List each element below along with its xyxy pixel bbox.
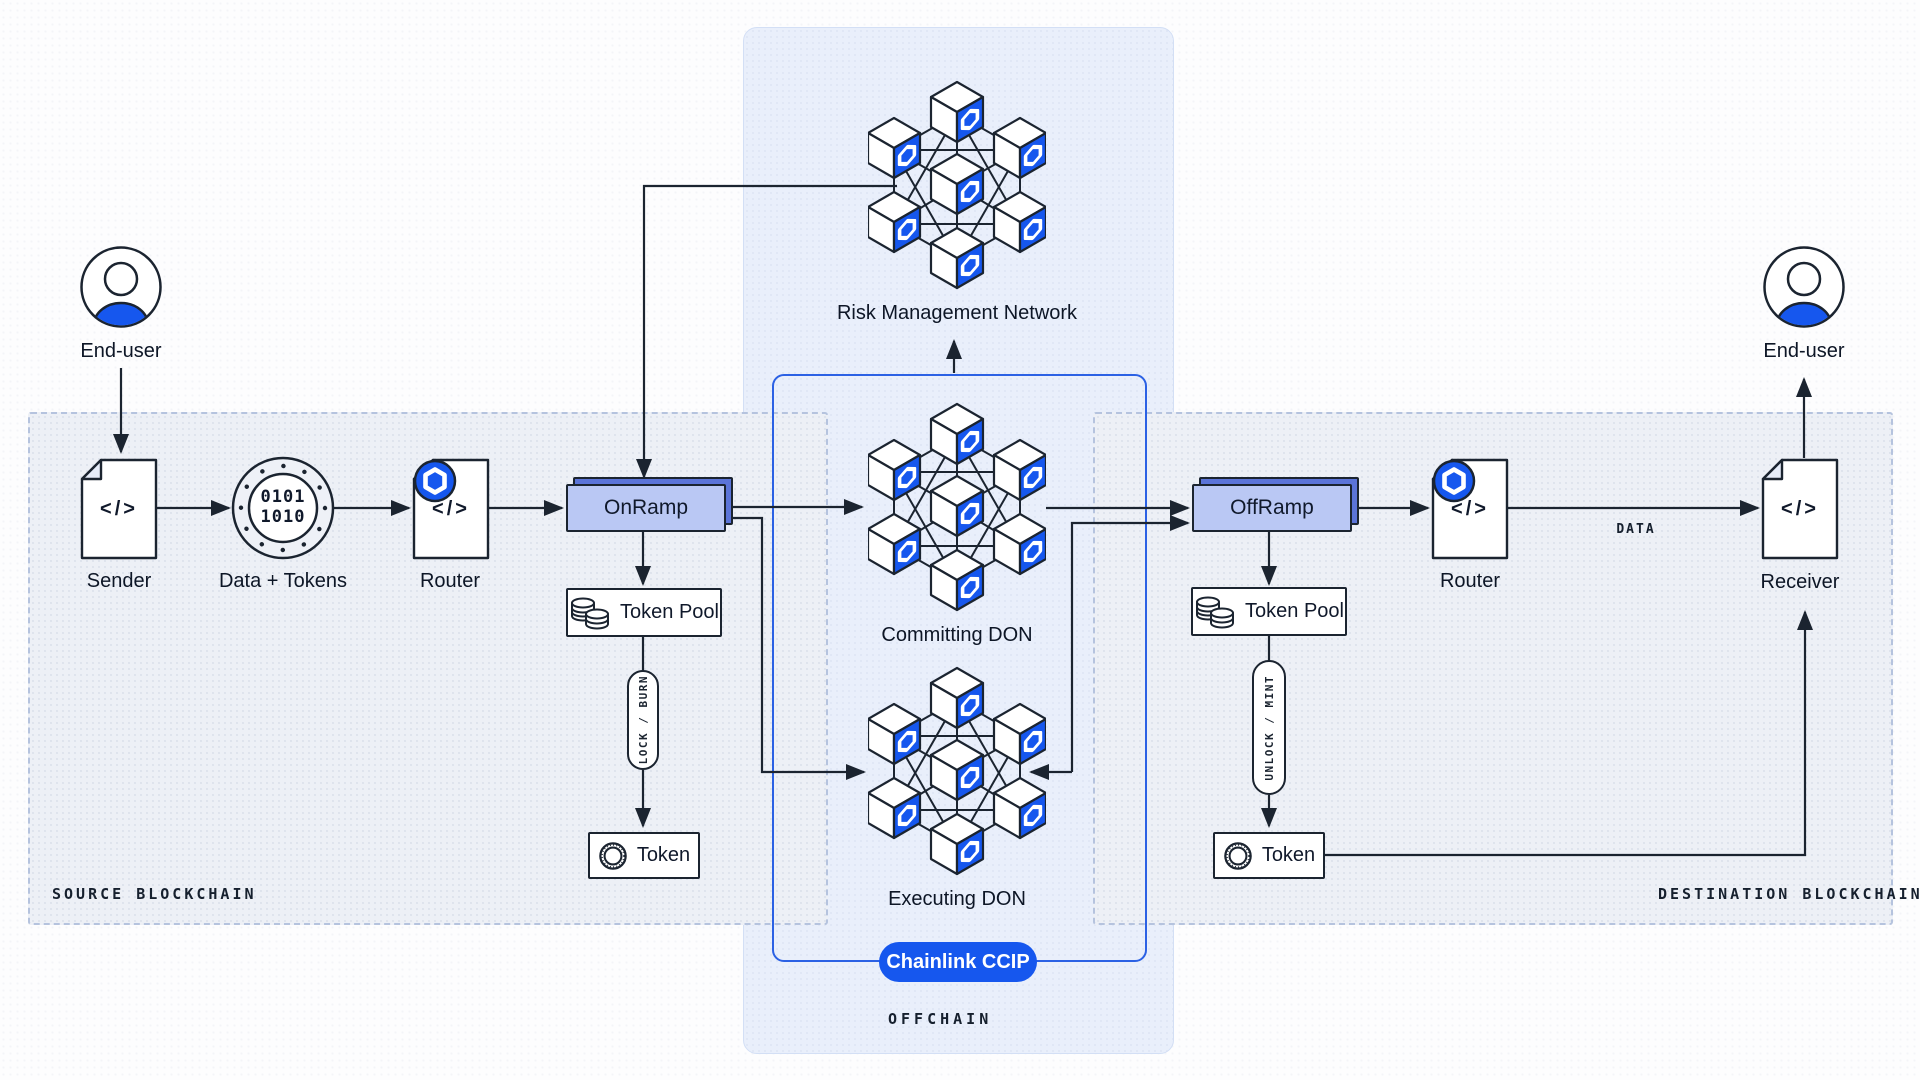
coin-stack-icon [571,597,610,629]
source-blockchain-label: SOURCE BLOCKCHAIN [52,885,257,903]
risk-management-network-icon [868,80,1046,290]
destination-blockchain-label: DESTINATION BLOCKCHAIN [1658,885,1920,903]
executing-don-icon [868,666,1046,876]
offramp-box: OffRamp [1192,477,1359,532]
receiver-contract: </> [1761,458,1839,560]
chainlink-ccip-badge: Chainlink CCIP [879,942,1037,982]
code-glyph: </> [432,497,470,520]
onramp-label: OnRamp [566,484,726,532]
user-avatar-icon [1763,246,1845,328]
data-tokens-coin-icon: 0101 1010 [231,456,335,560]
code-glyph: </> [1781,497,1819,520]
end-user-label-left: End-user [80,340,162,362]
receiver-label: Receiver [1760,571,1840,593]
code-glyph: </> [1451,497,1489,520]
committing-don-label: Committing DON [881,624,1033,646]
token-box-left: Token [588,832,700,879]
coin-stack-icon [1196,596,1235,628]
end-user-label-right: End-user [1763,340,1845,362]
sender-label: Sender [86,570,152,592]
document-icon [1761,458,1839,560]
token-box-right: Token [1213,832,1325,879]
unlock-mint-label: UNLOCK / MINT [1262,674,1276,781]
risk-management-network-label: Risk Management Network [836,302,1078,324]
data-tokens-label: Data + Tokens [218,570,348,592]
router-label-left: Router [419,570,481,592]
chainlink-badge-icon [1432,459,1476,503]
router-label-right: Router [1439,570,1501,592]
lock-burn-pill: LOCK / BURN [627,670,659,770]
code-glyph: </> [100,497,138,520]
chainlink-badge-icon [413,459,457,503]
token-pool-label-right: Token Pool [1245,600,1344,622]
offramp-label: OffRamp [1192,484,1352,532]
executing-don-label: Executing DON [888,888,1026,910]
data-arrow-label: DATA [1616,522,1656,537]
binary-line-2: 1010 [260,507,306,527]
token-pool-label-left: Token Pool [620,601,719,623]
sender-contract: </> [80,458,158,560]
onramp-box: OnRamp [566,477,733,532]
token-pool-box-left: Token Pool [566,588,722,637]
token-label-right: Token [1261,844,1316,866]
user-avatar-icon [80,246,162,328]
lock-burn-label: LOCK / BURN [636,675,650,765]
unlock-mint-pill: UNLOCK / MINT [1252,660,1286,795]
binary-line-1: 0101 [260,487,306,508]
token-label-left: Token [636,844,691,866]
router-contract-left: </> [412,458,490,560]
token-pool-box-right: Token Pool [1191,587,1347,636]
token-coin-icon [599,841,627,870]
router-contract-right: </> [1431,458,1509,560]
token-coin-icon [1224,841,1252,870]
committing-don-icon [868,402,1046,612]
offchain-label: OFFCHAIN [888,1010,993,1028]
document-icon [80,458,158,560]
